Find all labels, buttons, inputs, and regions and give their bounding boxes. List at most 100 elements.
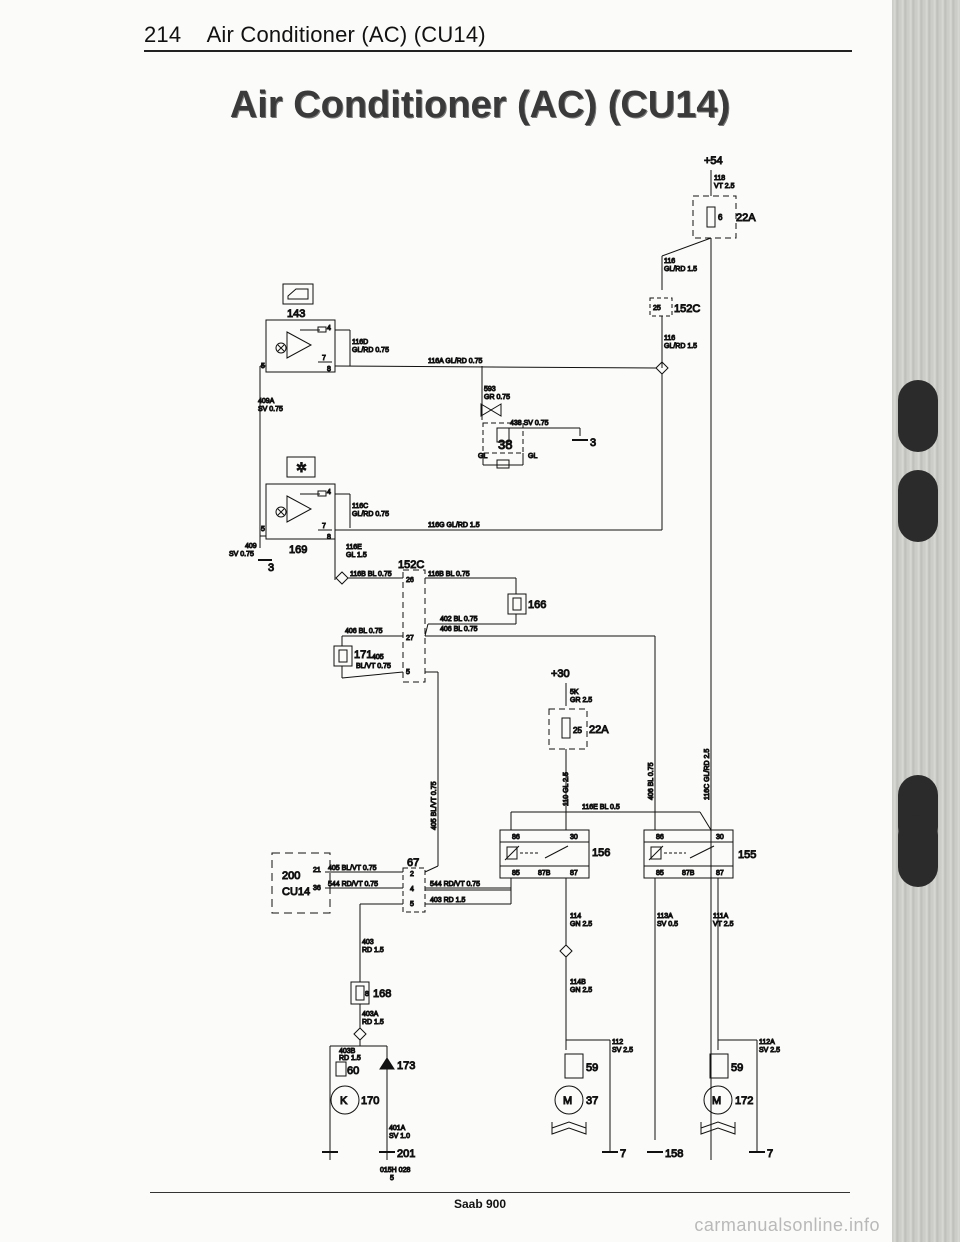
wire-5k-label: 5K [570, 689, 579, 696]
wire-114-label: 114 [570, 913, 581, 920]
wire-114-spec: GN 2.5 [570, 921, 592, 928]
wire-403a-spec: RD 1.5 [362, 1019, 384, 1026]
switch-169-pin8: 8 [327, 534, 331, 541]
cu14-pin36: 36 [313, 885, 321, 892]
wire-593-spec: GR 0.75 [484, 394, 510, 401]
wire-544-right-label: 544 RD/VT 0.75 [430, 881, 480, 888]
component-60-label: 60 [347, 1065, 359, 1077]
wire-403a-label: 403A [362, 1011, 379, 1018]
switch-169-pin5: 5 [261, 526, 265, 533]
page-binding-edge [892, 0, 960, 1242]
wire-116e-label: 116E [346, 544, 362, 551]
relay-156-pin85: 85 [512, 870, 520, 877]
fuse-box-22a-mid [548, 708, 588, 750]
wire-406-right-label: 406 BL 0.75 [440, 626, 478, 633]
component-143-label: 143 [287, 308, 305, 320]
wire-112-label: 112 [612, 1039, 623, 1046]
wire-113a-label: 113A [657, 913, 673, 920]
switch-169-pin4: 4 [327, 489, 331, 496]
relay-156-label: 156 [592, 847, 610, 859]
relay-155-pin87b: 87B [682, 870, 695, 877]
connector-67 [402, 867, 426, 913]
wire-401a-spec: SV 1.0 [389, 1133, 410, 1140]
component-59a-label: 59 [586, 1062, 598, 1074]
wire-110-label: 110 GL 2.5 [563, 772, 570, 806]
pressure-switch-143 [265, 319, 336, 373]
wire-111a-label: 111A [713, 913, 729, 920]
wire-116b-left-label: 116B BL 0.75 [350, 571, 392, 578]
wire-116e-bl-label: 116E BL 0.5 [582, 804, 620, 811]
connector-67-label: 67 [407, 857, 419, 869]
wire-116-spec: GL/RD 1.5 [664, 266, 697, 273]
footer-rule [150, 1192, 850, 1193]
wire-409a-spec: SV 0.75 [258, 406, 283, 413]
page-number: 214 [144, 22, 182, 47]
wire-116b-right-label: 116B BL 0.75 [428, 571, 470, 578]
diode-171 [333, 645, 353, 667]
diagram-title: Air Conditioner (AC) (CU14) [229, 84, 731, 126]
wire-406-left-label: 406 BL 0.75 [345, 628, 383, 635]
component-201-label: 201 [397, 1148, 415, 1160]
component-170-label: 170 [361, 1095, 379, 1107]
relay-155-pin30: 30 [716, 834, 724, 841]
component-171-label: 171 [354, 649, 372, 661]
switch-143-pin4: 4 [327, 325, 331, 332]
svg-text:✲: ✲ [296, 460, 307, 475]
fuse-box-22a-top [692, 195, 737, 239]
wire-403b-spec: RD 1.5 [339, 1055, 361, 1062]
temperature-switch-169 [265, 483, 336, 540]
relay-156-pin87: 87 [570, 870, 578, 877]
wire-593-label: 593 [484, 386, 496, 393]
connector-67-pin5: 5 [410, 901, 414, 908]
wire-405-label: 405 [372, 654, 384, 661]
connector-pin-26: 26 [406, 577, 414, 584]
ground-7a-label: 7 [620, 1148, 626, 1160]
wire-116c-label: 116C [352, 503, 368, 510]
relay-156-pin30: 30 [570, 834, 578, 841]
wire-112a-spec: SV 2.5 [759, 1047, 780, 1054]
section-title: Air Conditioner (AC) (CU14) [206, 22, 486, 47]
plus30-label: +30 [551, 668, 570, 680]
wire-403-spec: RD 1.5 [362, 947, 384, 954]
wire-116d-label: 116D [352, 339, 368, 346]
wire-401a-label: 401A [389, 1125, 406, 1132]
component-38-gl-right: GL [528, 453, 537, 460]
connector-pin-27: 27 [406, 635, 414, 642]
wire-405-h-label: 405 BL/VT 0.75 [328, 865, 377, 872]
wire-112a-label: 112A [759, 1039, 775, 1046]
valve-symbol [480, 403, 502, 417]
wire-116b-label: 116 [664, 335, 675, 342]
fuse-22a-mid-pin: 25 [573, 726, 582, 735]
wire-409a-label: 409A [258, 398, 275, 405]
wire-111a-spec: VT 2.5 [713, 921, 734, 928]
component-169-label: 169 [289, 544, 307, 556]
wire-116g-label: 116G GL/RD 1.5 [428, 522, 480, 529]
wire-438-label: 438 SV 0.75 [510, 420, 549, 427]
wire-116b-spec: GL/RD 1.5 [664, 343, 697, 350]
relay-155-pin87: 87 [716, 870, 724, 877]
wire-402-label: 402 BL 0.75 [440, 616, 478, 623]
wire-116c-vertical-label: 116C GL/RD 2.5 [704, 749, 711, 800]
splice-diamond [655, 361, 669, 375]
relay-156-pin86: 86 [512, 834, 520, 841]
ground-158-label: 158 [665, 1148, 683, 1160]
wire-116a [334, 365, 657, 369]
component-37-label: 37 [586, 1095, 598, 1107]
fuse-22a-mid-label: 22A [589, 724, 609, 736]
solenoid-valve-38 [482, 422, 524, 454]
connector-59a [564, 1053, 584, 1079]
connector-59b [709, 1053, 729, 1079]
supply-plus54-label: +54 [704, 155, 723, 167]
connector-67-pin2: 2 [410, 871, 414, 878]
connector-152c-top [649, 297, 673, 317]
wire-116e-spec: GL 1.5 [346, 552, 367, 559]
component-143-symbol [282, 283, 314, 305]
fuse-22a-top-element [706, 206, 716, 228]
fuse-22a-top-pin: 6 [718, 213, 723, 222]
ground-3a-label: 3 [590, 437, 596, 449]
connector-152c-mid [402, 569, 426, 683]
connector-60 [335, 1061, 347, 1077]
fan-motor-37 [554, 1085, 584, 1115]
wire-405-vertical-label: 405 BL/VT 0.75 [431, 781, 438, 830]
component-170-letter: K [340, 1095, 348, 1107]
